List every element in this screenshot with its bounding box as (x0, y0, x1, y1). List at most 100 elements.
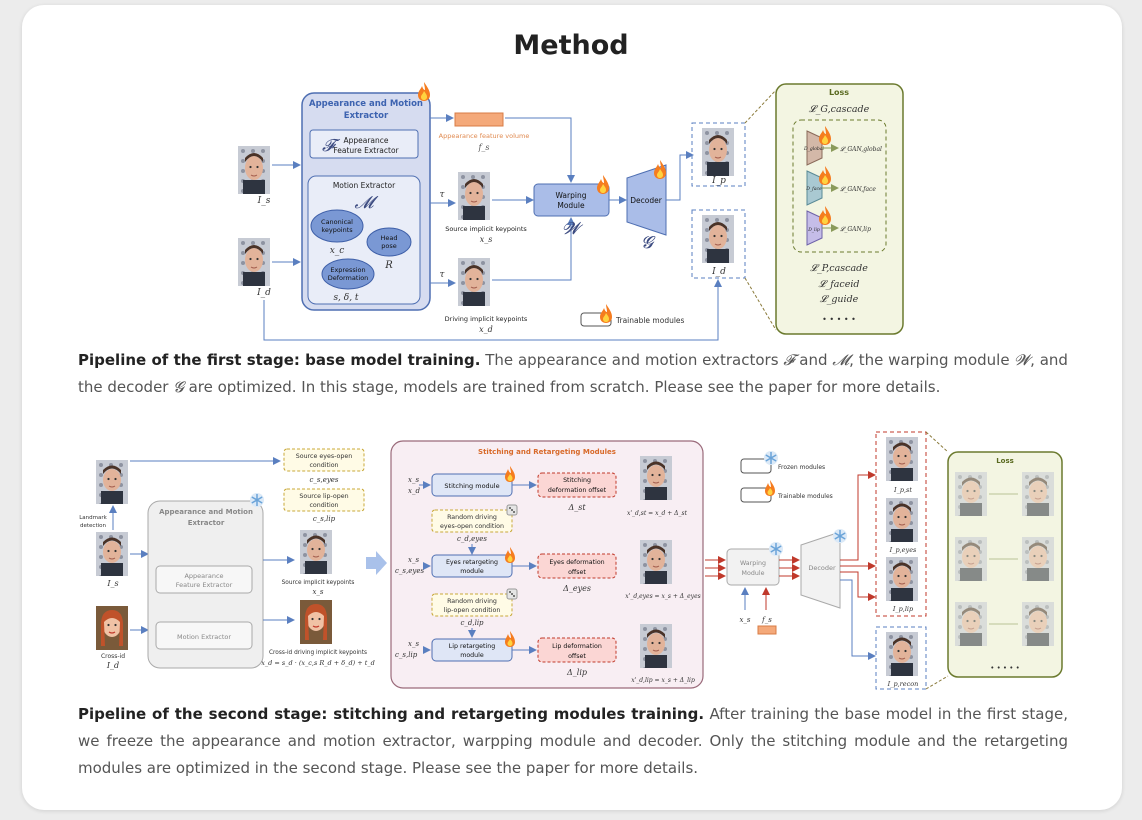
retarget-output-box (875, 431, 927, 617)
lip-cond-1: Source lip-open (299, 493, 348, 500)
s2-appearance-2: Feature Extractor (176, 581, 233, 589)
stage2-caption-bold: Pipeline of the second stage: stitching … (78, 705, 705, 723)
c-s-lip-label: c_s,lip (313, 515, 336, 523)
s2-extractor-title-2: Extractor (188, 519, 225, 527)
landmark-label-1: Landmark (79, 515, 107, 521)
source-keypoints-image (457, 171, 491, 221)
source-kp-label: Source implicit keypoints (445, 225, 527, 233)
i-p-lip: I_p,lip (892, 605, 914, 613)
i-s-label-2: I_s (106, 579, 118, 588)
p-eyes-image (885, 497, 919, 543)
eyes-module-1: Eyes retargeting (446, 559, 498, 566)
lip-cond-2: condition (309, 502, 338, 509)
panel-title: Stitching and Retargeting Modules (478, 448, 616, 456)
stage2-caption: Pipeline of the second stage: stitching … (78, 701, 1068, 782)
frozen-legend-box (740, 458, 772, 474)
eyes-offset-1: Eyes deformation (549, 559, 604, 566)
delta-st: Δ_st (567, 503, 586, 512)
snowflake-icon (768, 541, 784, 557)
in-cs-lip: c_s,lip (395, 651, 418, 659)
source-image-top (95, 459, 129, 505)
s2-decoder-label: Decoder (808, 564, 836, 572)
i-p-recon: I_p,recon (887, 680, 919, 688)
w-xs-label: x_s (739, 616, 750, 624)
symbol-W-inline: 𝓦 (1014, 351, 1031, 369)
s2-warping-2: Module (742, 570, 765, 577)
c-d-eyes: c_d,eyes (457, 535, 487, 543)
appearance-label-1: Appearance (343, 136, 388, 145)
stage1-caption-text-1: The appearance and motion extractors (485, 351, 779, 369)
expression-ellipse (321, 258, 375, 290)
i-p-label: I_p (711, 176, 726, 186)
driving-out-image (701, 214, 735, 264)
stage1-caption-text-2: , the warping module (849, 351, 1010, 369)
big-arrow (366, 551, 387, 575)
symbol-G: 𝓖 (641, 233, 656, 253)
head-label-2: pose (381, 242, 397, 250)
tau-1: 𝜏 (440, 190, 446, 200)
extractor-title-2: Extractor (344, 111, 389, 121)
recon-output-box (875, 626, 927, 690)
c-d-lip: c_d,lip (460, 619, 484, 627)
stage2-caption-text: After training the base model in the fir… (78, 705, 1068, 777)
driving-image (237, 237, 271, 287)
stitching-offset-box (537, 472, 617, 498)
snowflake-icon (832, 528, 848, 544)
s2-source-kp-label: Source implicit keypoints (282, 580, 355, 586)
s2-x-s-label: x_s (312, 588, 323, 596)
decoder (626, 164, 667, 236)
trainable-legend-label: Trainable modules (615, 316, 685, 325)
flame-icon (654, 160, 666, 179)
stage1-caption: Pipeline of the first stage: base model … (78, 347, 1068, 401)
random-lip-2: lip-open condition (444, 607, 501, 614)
dice-icon (506, 504, 518, 516)
s2-driving-kp-image (299, 599, 333, 645)
lip-module-1: Lip retargeting (449, 643, 495, 650)
stage2-diagram: Landmark detection I_s Cross-id I_d Sour… (79, 431, 1063, 690)
stitching-offset-1: Stitching (563, 477, 591, 484)
canonical-label-1: Canonical (321, 218, 353, 226)
loss-gan-global: 𝓛_GAN,global (840, 146, 882, 153)
i-s-label: I_s (257, 196, 271, 206)
warping-label-2: Module (557, 201, 585, 210)
i-d-label-2: I_d (106, 661, 119, 670)
s2-loss-title: Loss (996, 457, 1014, 465)
delta-eyes: Δ_eyes (562, 584, 591, 593)
i-p-st: I_p,st (893, 486, 912, 494)
i-d-label: I_d (256, 288, 271, 298)
p-lip-image (885, 556, 919, 602)
tau-2: 𝜏 (440, 270, 446, 280)
s-delta-t: s, δ, t (333, 293, 358, 303)
page-title: Method (513, 30, 629, 61)
expr-label-1: Expression (330, 266, 365, 274)
cross-id-image (95, 605, 129, 651)
eyes-cond-box (283, 448, 365, 472)
s2-x-d-formula: x_d = s_d · (x_c,s R_d + δ_d) + t_d (261, 659, 375, 667)
in-xs-1: x_s (408, 476, 419, 484)
lip-cond-box (283, 488, 365, 512)
p-recon-image (885, 631, 919, 677)
stitching-module-label: Stitching module (444, 482, 499, 490)
stage1-caption-bold: Pipeline of the first stage: base model … (78, 351, 481, 369)
predicted-image (701, 127, 735, 177)
expr-label-2: Deformation (328, 274, 369, 282)
d-global-label: D_global (803, 146, 824, 152)
eyes-result-image (639, 539, 673, 585)
trainable-legend-label-2: Trainable modules (777, 493, 833, 500)
source-image (237, 145, 271, 195)
i-d-out-label: I_d (711, 267, 726, 277)
flame-icon (600, 304, 612, 323)
p-st-image (885, 436, 919, 482)
delta-lip: Δ_lip (566, 668, 587, 677)
lip-offset-box (537, 637, 617, 663)
driving-kp-label: Driving implicit keypoints (445, 315, 528, 323)
dice-icon (506, 588, 518, 600)
r-label: R (384, 260, 393, 271)
lip-result-image (639, 623, 673, 669)
x-c: x_c (330, 246, 345, 256)
in-cs-eyes: c_s,eyes (395, 567, 424, 575)
c-s-eyes-label: c_s,eyes (309, 476, 338, 484)
lip-offset-2: offset (568, 653, 586, 660)
d-lip-label: D_lip (807, 227, 820, 233)
stitching-offset-2: deformation offset (548, 487, 607, 494)
